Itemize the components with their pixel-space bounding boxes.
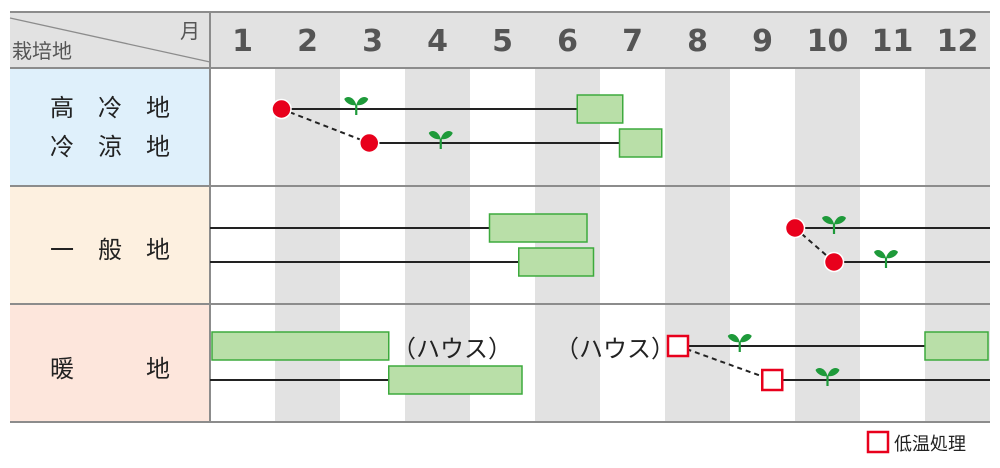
house-note-left: （ハウス） (392, 335, 512, 363)
month-label: 2 (297, 24, 318, 59)
sprout-icon (428, 131, 453, 149)
header-diagonal (9, 17, 211, 63)
harvest-bar (488, 213, 588, 243)
month-label: 6 (557, 24, 578, 59)
dashed-connector (677, 345, 773, 381)
red-circle-icon (823, 251, 845, 273)
row-label-general: 一 般 地 (50, 236, 170, 264)
sprout-leaf-left (727, 334, 740, 343)
sprout-leaf-left (874, 250, 886, 259)
sprout-icon (727, 334, 752, 352)
harvest-bar (388, 365, 523, 395)
harvest-bar (618, 128, 663, 158)
month-label: 12 (937, 24, 979, 59)
sprout-leaf-right (827, 368, 840, 377)
sprout-icon (344, 97, 369, 115)
harvest-bar (924, 331, 989, 361)
month-label: 7 (622, 24, 643, 59)
sprout-leaf-right (739, 334, 752, 343)
month-label: 11 (872, 24, 914, 59)
sprout-leaf-left (428, 131, 441, 140)
month-label: 1 (232, 24, 253, 59)
red-circle-icon (359, 132, 380, 154)
month-label: 5 (492, 24, 513, 59)
sprout-leaf-left (815, 368, 828, 377)
row-label-bg-general (10, 186, 210, 304)
harvest-bar (211, 331, 390, 361)
sprout-icon (815, 368, 840, 386)
month-column-shade (275, 68, 340, 422)
row-label-warm: 暖 地 (50, 355, 170, 383)
month-column-shade (535, 68, 600, 422)
month-label: 8 (687, 24, 708, 59)
red-square-icon (761, 368, 784, 392)
month-label: 4 (427, 24, 448, 59)
row-label-bg-highland (10, 68, 210, 186)
row-label-highland: 冷 涼 地 (50, 133, 170, 161)
region-header-label: 栽培地 (12, 39, 72, 63)
row-label-bg-warm (10, 304, 210, 422)
low-temp-legend-icon (866, 430, 890, 454)
month-column-shade (665, 68, 730, 422)
red-square-icon (666, 334, 690, 358)
sprout-leaf-left (822, 216, 834, 225)
month-label: 3 (362, 24, 383, 59)
dashed-connector (281, 108, 370, 144)
red-circle-icon (271, 98, 292, 120)
sprout-leaf-right (440, 131, 453, 140)
header-band (10, 12, 990, 68)
sprout-icon (874, 250, 898, 268)
low-temp-legend-label: 低温処理 (894, 434, 966, 455)
sprout-leaf-right (886, 250, 898, 259)
month-column-shade (405, 68, 470, 422)
sprout-leaf-right (834, 216, 846, 225)
sprout-leaf-right (356, 97, 369, 106)
month-column-shade (795, 68, 860, 422)
month-column-shade (925, 68, 990, 422)
row-label-highland: 高 冷 地 (50, 94, 170, 122)
house-note-right: （ハウス） (555, 335, 675, 363)
month-header-label: 月 (180, 19, 200, 43)
harvest-bar (518, 247, 595, 277)
harvest-bar (576, 94, 624, 124)
month-label: 10 (807, 24, 849, 59)
sprout-leaf-left (344, 97, 357, 106)
red-circle-icon (784, 217, 806, 239)
sprout-icon (822, 216, 846, 234)
month-label: 9 (752, 24, 773, 59)
